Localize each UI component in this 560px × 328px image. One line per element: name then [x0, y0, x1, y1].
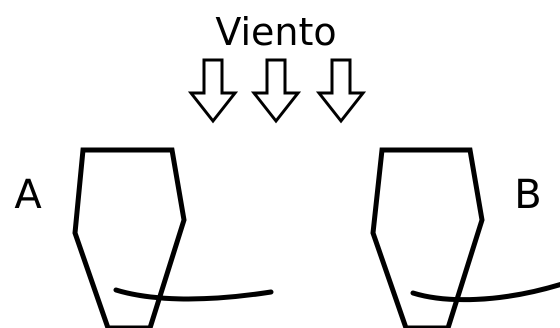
- wind-label: Viento: [215, 10, 336, 54]
- object-a-outline: [75, 150, 184, 328]
- wind-arrows: [191, 60, 363, 121]
- label-b: B: [514, 172, 541, 218]
- wind-arrow-icon: [191, 60, 235, 121]
- shape-a: [75, 150, 271, 328]
- wind-arrow-icon: [254, 60, 298, 121]
- wind-arrow-icon: [319, 60, 363, 121]
- label-a: A: [14, 172, 42, 218]
